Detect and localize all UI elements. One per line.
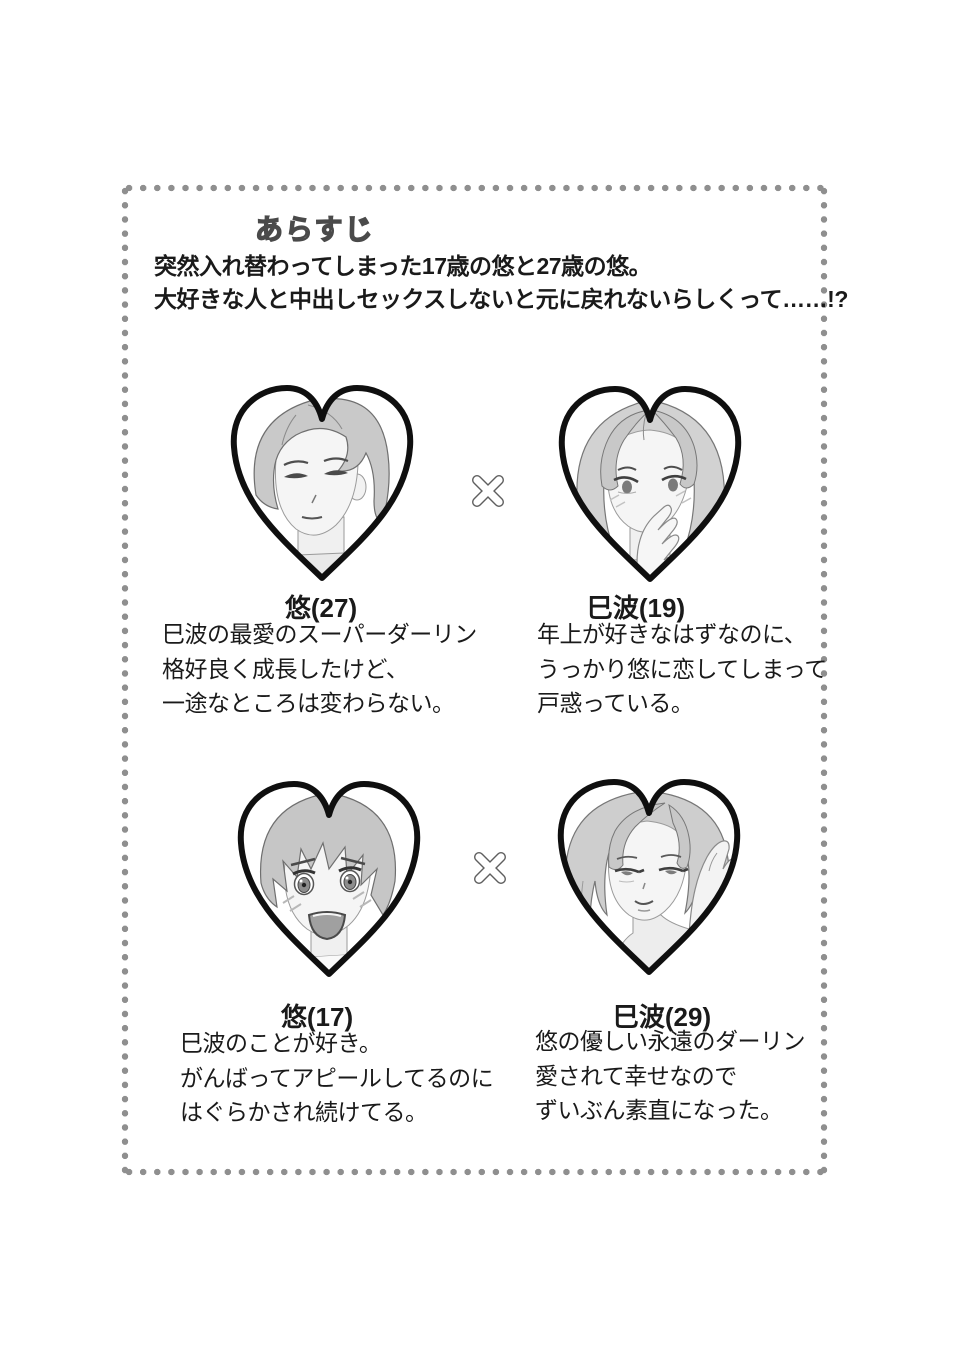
description-line: ずいぶん素直になった。	[535, 1097, 783, 1123]
dotted-border-bottom	[122, 1168, 828, 1176]
description-line: 戸惑っている。	[537, 690, 694, 716]
character-name: 悠(17)	[280, 1002, 354, 1032]
yuu-27-heart-portrait	[212, 367, 432, 591]
description-line: 巳波のことが好き。	[180, 1030, 382, 1056]
description-line: 一途なところは変わらない。	[162, 690, 455, 716]
page-title: あらすじ	[254, 213, 375, 245]
dotted-border-left	[121, 184, 129, 1176]
character-description: 巳波の最愛のスーパーダーリン 格好良く成長したけど、 一途なところは変わらない。	[162, 617, 477, 721]
synopsis-text: 突然入れ替わってしまった17歳の悠と27歳の悠。 大好きな人と中出しセックスしな…	[154, 250, 848, 316]
character-name: 巳波(29)	[612, 1002, 712, 1032]
yuu-17-heart-portrait	[219, 763, 439, 987]
x-separator-icon	[466, 469, 510, 513]
description-line: がんばってアピールしてるのに	[180, 1064, 494, 1091]
dotted-border-right	[820, 184, 828, 1176]
description-line: うっかり悠に恋してしまって	[537, 655, 827, 682]
synopsis-line: 突然入れ替わってしまった17歳の悠と27歳の悠。	[154, 253, 652, 279]
minami-19-heart-portrait	[540, 368, 760, 592]
character-name: 悠(27)	[284, 593, 358, 623]
description-line: 年上が好きなはずなのに、	[537, 621, 807, 647]
synopsis-line: 大好きな人と中出しセックスしないと元に戻れないらしくって……!?	[154, 286, 848, 312]
character-description: 年上が好きなはずなのに、 うっかり悠に恋してしまって 戸惑っている。	[537, 617, 827, 721]
x-separator-icon	[468, 846, 512, 890]
description-line: 愛されて幸せなので	[535, 1062, 737, 1089]
description-line: 巳波の最愛のスーパーダーリン	[162, 621, 477, 647]
dotted-border-top	[122, 184, 828, 192]
description-line: 悠の優しい永遠のダーリン	[535, 1028, 806, 1054]
character-name: 巳波(19)	[586, 593, 686, 623]
character-description: 悠の優しい永遠のダーリン 愛されて幸せなので ずいぶん素直になった。	[535, 1024, 806, 1128]
description-line: 格好良く成長したけど、	[162, 655, 409, 682]
minami-29-heart-portrait	[539, 761, 759, 985]
character-description: 巳波のことが好き。 がんばってアピールしてるのに はぐらかされ続けてる。	[180, 1026, 494, 1130]
description-line: はぐらかされ続けてる。	[180, 1099, 428, 1125]
